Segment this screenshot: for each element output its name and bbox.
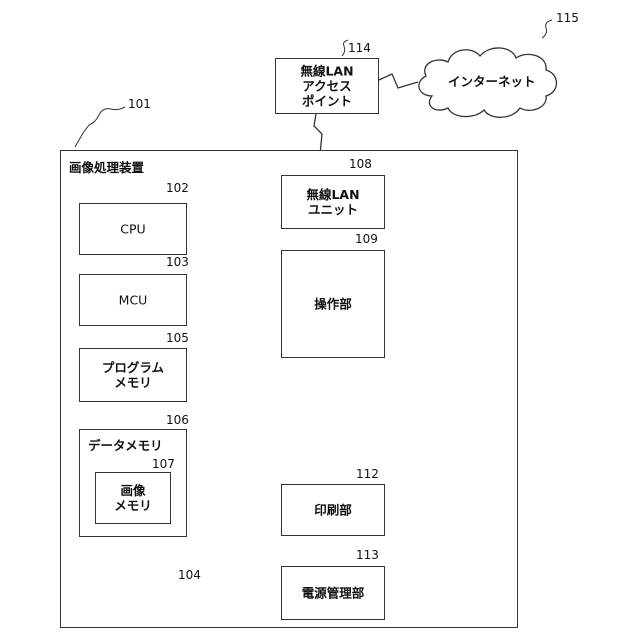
image-memory-box: 画像 メモリ: [95, 472, 171, 524]
mcu-box: MCU: [79, 274, 187, 326]
mcu-label: MCU: [80, 293, 186, 308]
ref-115: 115: [556, 11, 579, 25]
device-title: 画像処理装置: [69, 157, 144, 176]
cpu-box: CPU: [79, 203, 187, 255]
operation-unit-label: 操作部: [282, 297, 384, 312]
ref-105: 105: [166, 331, 189, 345]
program-memory-label: プログラム メモリ: [80, 360, 186, 390]
wlan-access-point-box: 無線LAN アクセス ポイント: [275, 58, 379, 114]
printing-unit-box: 印刷部: [281, 484, 385, 536]
access-point-label: 無線LAN アクセス ポイント: [276, 64, 378, 109]
ref-101: 101: [128, 97, 151, 111]
ref-113: 113: [356, 548, 379, 562]
ref-112: 112: [356, 467, 379, 481]
image-memory-label: 画像 メモリ: [96, 483, 170, 513]
ref-114: 114: [348, 41, 371, 55]
ref-107: 107: [152, 457, 175, 471]
program-memory-box: プログラム メモリ: [79, 348, 187, 402]
power-management-box: 電源管理部: [281, 566, 385, 620]
ref-102: 102: [166, 181, 189, 195]
internet-label: インターネット: [448, 75, 536, 89]
ref-109: 109: [355, 232, 378, 246]
data-memory-label: データメモリ: [88, 435, 163, 454]
wlan-unit-label: 無線LAN ユニット: [282, 187, 384, 217]
ref-103: 103: [166, 255, 189, 269]
power-management-label: 電源管理部: [282, 586, 384, 601]
ref-106: 106: [166, 413, 189, 427]
wlan-unit-box: 無線LAN ユニット: [281, 175, 385, 229]
printing-unit-label: 印刷部: [282, 503, 384, 518]
ref-108: 108: [349, 157, 372, 171]
cpu-label: CPU: [80, 222, 186, 237]
ref-104: 104: [178, 568, 201, 582]
operation-unit-box: 操作部: [281, 250, 385, 358]
wireless-link-ap-internet: [379, 74, 418, 88]
